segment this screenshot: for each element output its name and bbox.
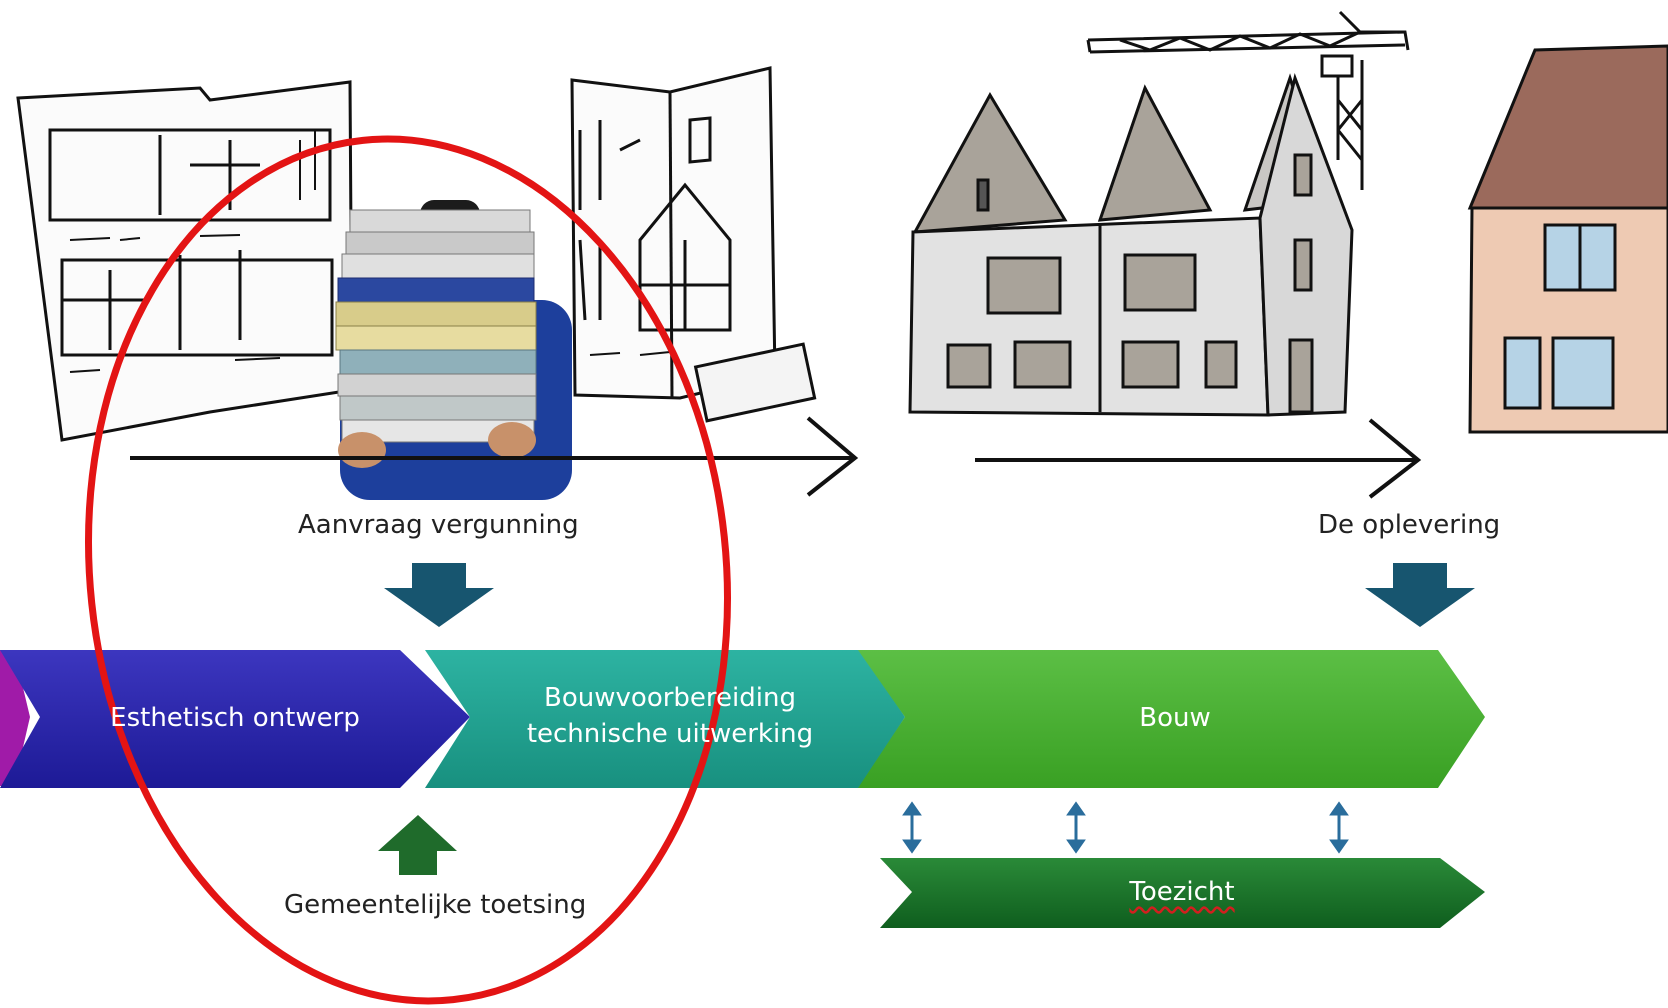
step-bouwvoorbereiding-line1: Bouwvoorbereiding xyxy=(544,683,796,713)
chevron-toezicht xyxy=(880,858,1485,928)
label-de-oplevering: De oplevering xyxy=(1318,510,1501,540)
timeline-arrow-left xyxy=(130,416,859,497)
step-bouw: Bouw xyxy=(905,700,1445,736)
chevron-bouwvoorbereiding xyxy=(425,650,905,788)
step-bouwvoorbereiding: Bouwvoorbereiding technische uitwerking xyxy=(470,680,870,752)
elevation-sketch xyxy=(570,66,817,423)
up-arrow-gemeentelijk xyxy=(378,815,457,875)
step-bouwvoorbereiding-line2: technische uitwerking xyxy=(526,719,814,749)
label-aanvraag-vergunning: Aanvraag vergunning xyxy=(298,510,579,540)
finished-house-sketch xyxy=(1467,44,1668,434)
step-esthetisch-label: Esthetisch ontwerp xyxy=(110,703,360,733)
step-esthetisch-ontwerp: Esthetisch ontwerp xyxy=(40,700,430,736)
double-arrow-3 xyxy=(1329,801,1349,854)
step-toezicht: Toezicht xyxy=(912,874,1452,910)
timeline-arrow-right xyxy=(975,418,1422,499)
highlight-ellipse xyxy=(85,135,731,1005)
chevron-previous-step xyxy=(0,650,30,786)
down-arrow-oplevering xyxy=(1365,563,1475,627)
double-arrow-2 xyxy=(1066,801,1086,854)
crane-sketch xyxy=(1086,10,1410,190)
document-stack-photo xyxy=(335,200,572,500)
floor-plan-sketch xyxy=(16,80,354,442)
house-under-construction-sketch xyxy=(908,72,1354,417)
double-arrow-1 xyxy=(902,801,922,854)
chevron-bouw xyxy=(858,650,1485,788)
chevron-esthetisch-ontwerp xyxy=(0,650,470,788)
step-bouw-label: Bouw xyxy=(1139,703,1211,733)
label-gemeentelijke-toetsing: Gemeentelijke toetsing xyxy=(284,890,587,920)
step-toezicht-label: Toezicht xyxy=(1129,877,1235,907)
down-arrow-aanvraag xyxy=(384,563,494,627)
